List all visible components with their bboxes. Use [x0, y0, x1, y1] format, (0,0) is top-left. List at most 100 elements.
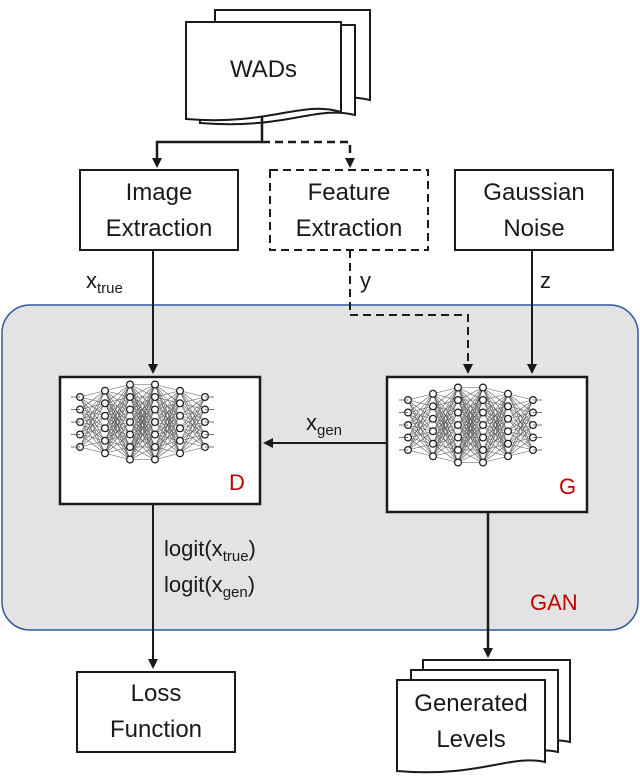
network-node: [176, 449, 185, 458]
network-connection: [129, 384, 156, 448]
network-connection: [507, 424, 534, 457]
loss-function-line1: Loss: [130, 680, 182, 707]
network-connection: [104, 384, 131, 404]
network-connection: [507, 399, 534, 407]
network-connection: [79, 415, 106, 448]
network-connection: [104, 384, 131, 416]
network-connection: [179, 396, 206, 416]
image-extraction-line1: Image: [125, 179, 193, 206]
network-connection: [432, 399, 459, 457]
network-node: [151, 455, 160, 464]
network-node: [454, 396, 463, 405]
network-node: [100, 399, 109, 408]
network-connection: [432, 424, 459, 457]
image-extraction-label: Image Extraction: [80, 175, 238, 247]
network-connection: [457, 399, 484, 463]
feature-extraction-line1: Feature: [307, 179, 391, 206]
feature-extraction-box: [269, 169, 429, 251]
generator-label: G: [559, 474, 577, 499]
network-connection: [104, 452, 131, 460]
network-connection: [79, 390, 106, 398]
network-connection: [154, 390, 181, 448]
network-connection: [154, 390, 181, 398]
network-node: [100, 436, 109, 445]
wads-label: WADs: [229, 56, 298, 83]
network-connection: [407, 393, 434, 401]
network-node: [479, 383, 488, 392]
network-connection: [507, 399, 534, 419]
network-connection: [507, 399, 534, 457]
network-connection: [482, 406, 509, 463]
network-connection: [179, 396, 206, 454]
network-node: [100, 386, 109, 395]
network-connection: [129, 384, 156, 435]
image-extraction-line2: Extraction: [105, 215, 213, 242]
network-node: [454, 421, 463, 430]
network-node: [125, 443, 134, 452]
feature-extraction-label: Feature Extraction: [270, 175, 428, 247]
network-node: [504, 402, 513, 411]
network-connection: [457, 387, 484, 438]
network-node: [151, 418, 160, 427]
network-connection: [432, 387, 459, 457]
network-node: [479, 458, 488, 467]
network-connection: [482, 387, 509, 395]
network-node: [176, 411, 185, 420]
network-connection: [432, 412, 459, 457]
network-connection: [79, 428, 106, 448]
gaussian-noise-line2: Noise: [503, 215, 565, 242]
network-node: [504, 427, 513, 436]
generated-levels-line1: Generated: [414, 690, 528, 717]
network-node: [454, 408, 463, 417]
network-node: [479, 433, 488, 442]
network-connection: [407, 393, 434, 438]
network-node: [151, 430, 160, 439]
network-connection: [129, 384, 156, 398]
network-connection: [482, 443, 509, 463]
network-connection: [104, 421, 131, 454]
network-node: [125, 380, 134, 389]
network-connection: [79, 440, 106, 448]
network-connection: [154, 390, 181, 460]
network-connection: [79, 446, 106, 454]
network-node: [504, 414, 513, 423]
network-connection: [154, 390, 181, 410]
network-connection: [432, 387, 459, 432]
network-node: [479, 421, 488, 430]
network-connection: [457, 387, 484, 451]
network-connection: [407, 443, 434, 451]
network-connection: [179, 396, 206, 404]
y-label: y: [360, 268, 371, 293]
network-connection: [104, 434, 131, 454]
network-connection: [457, 424, 484, 463]
network-connection: [507, 393, 534, 401]
network-connection: [407, 393, 434, 451]
network-node: [125, 405, 134, 414]
network-connection: [179, 434, 206, 454]
network-node: [151, 405, 160, 414]
network-connection: [482, 455, 509, 463]
network-node: [429, 389, 438, 398]
network-node: [151, 443, 160, 452]
network-node: [454, 446, 463, 455]
network-connection: [432, 387, 459, 407]
network-node: [176, 399, 185, 408]
network-connection: [432, 387, 459, 395]
network-connection: [432, 449, 459, 457]
wads-to-feature-extraction-arrow: [262, 140, 355, 168]
network-connection: [407, 406, 434, 451]
network-node: [176, 436, 185, 445]
network-connection: [407, 418, 434, 451]
network-connection: [407, 393, 434, 413]
network-connection: [104, 396, 131, 454]
network-connection: [129, 384, 156, 423]
network-connection: [507, 399, 534, 444]
x-true-label: xtrue: [86, 268, 123, 297]
network-node: [479, 408, 488, 417]
network-node: [429, 402, 438, 411]
network-node: [504, 452, 513, 461]
network-connection: [432, 387, 459, 444]
network-connection: [482, 393, 509, 463]
z-label: z: [540, 268, 551, 293]
